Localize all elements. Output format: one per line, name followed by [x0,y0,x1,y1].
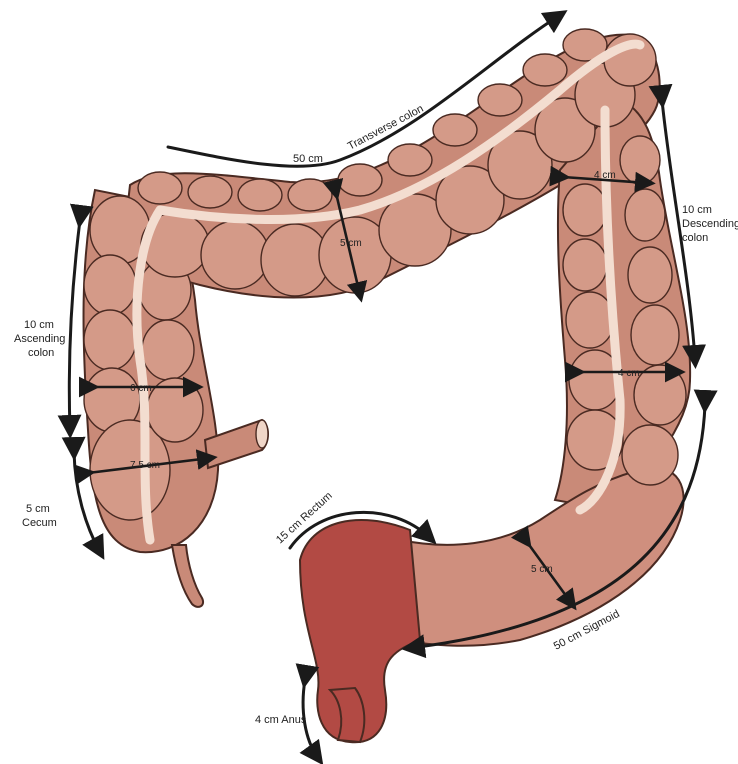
label-diam-sigmoid: 5 cm [531,564,553,575]
label-diam-cecum: 7.5 cm [130,460,160,471]
label-cecum-name: Cecum [22,517,57,529]
label-cecum-length: 5 cm [26,503,50,515]
label-diam-descending-top: 4 cm [594,170,616,181]
label-anus: 4 cm Anus [255,714,307,726]
label-transverse-length: 50 cm [293,153,323,165]
label-descending-length: 10 cm [682,204,712,216]
label-diam-descending-mid: 4 cm [618,368,640,379]
label-ascending-length: 10 cm [24,319,54,331]
label-ascending-name: Ascending [14,333,65,345]
label-diam-transverse: 5 cm [340,238,362,249]
label-diam-ascending: 6 cm [130,383,152,394]
label-descending-name: Descending [682,218,738,230]
label-ascending-name-2: colon [28,347,54,359]
label-descending-name-2: colon [682,232,708,244]
appendix [172,545,203,607]
colon-illustration [84,29,691,742]
